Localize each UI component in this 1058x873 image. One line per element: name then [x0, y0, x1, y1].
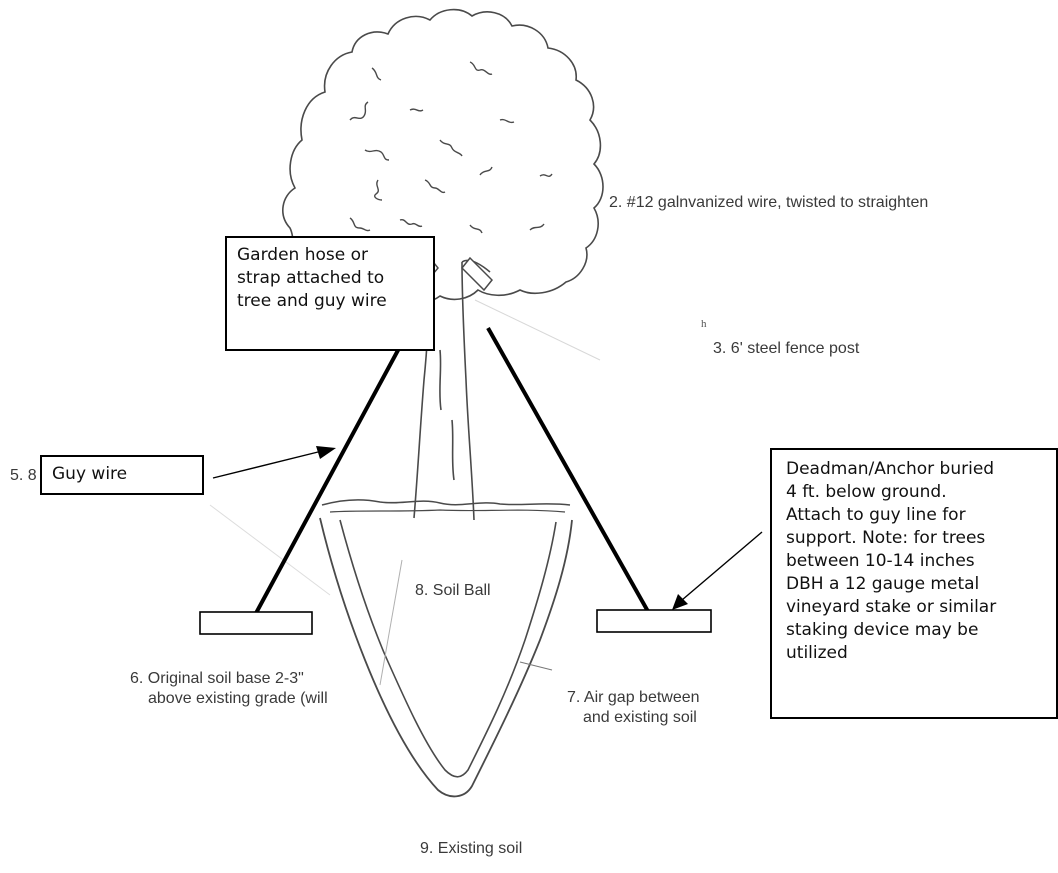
- small-mark: h: [701, 318, 707, 330]
- soil-ball: [319, 517, 573, 798]
- deadman-arrow: [681, 531, 763, 601]
- label-wire: 2. #12 galnvanized wire, twisted to stra…: [609, 194, 929, 211]
- label-fence-post: 3. 6' steel fence post: [713, 340, 860, 357]
- label-soil-ball: 8. Soil Ball: [415, 582, 491, 599]
- deadman-line-1: Deadman/Anchor buried: [786, 459, 995, 479]
- grade-line: [321, 499, 571, 506]
- deadman-line-9: utilized: [786, 643, 848, 663]
- hose-line-2: strap attached to: [237, 268, 385, 288]
- hose-line-1: Garden hose or: [237, 245, 368, 265]
- label-air-gap-2: and existing soil: [583, 709, 697, 726]
- label-soil-base-2: above existing grade (will: [148, 690, 328, 707]
- deadman-line-2: 4 ft. below ground.: [786, 482, 947, 502]
- label-existing-soil: 9. Existing soil: [420, 840, 523, 857]
- hose-line-3: tree and guy wire: [237, 291, 387, 311]
- deadman-line-4: support. Note: for trees: [786, 528, 986, 548]
- callout-deadman: Deadman/Anchor buried 4 ft. below ground…: [770, 448, 1058, 719]
- guy-wire-right: [486, 327, 652, 616]
- tree-canopy: [282, 8, 604, 302]
- deadman-line-6: DBH a 12 gauge metal: [786, 574, 980, 594]
- guy-wire-arrow: [212, 451, 319, 479]
- deadman-line-7: vineyard stake or similar: [786, 597, 997, 617]
- deadman-line-3: Attach to guy line for: [786, 505, 966, 525]
- label-partial-5: 5. 8: [10, 467, 37, 484]
- guy-wire-left: [253, 327, 412, 616]
- anchor-left: [199, 611, 313, 635]
- anchor-right: [596, 609, 712, 633]
- guy-wire-label: Guy wire: [52, 464, 128, 484]
- label-soil-base-1: 6. Original soil base 2-3": [130, 670, 304, 687]
- deadman-line-8: staking device may be: [786, 620, 979, 640]
- canopy-texture: [319, 61, 553, 252]
- deadman-line-5: between 10-14 inches: [786, 551, 975, 571]
- callout-garden-hose: Garden hose or strap attached to tree an…: [225, 236, 435, 351]
- callout-guy-wire: Guy wire: [40, 455, 204, 495]
- label-air-gap-1: 7. Air gap between: [567, 689, 700, 706]
